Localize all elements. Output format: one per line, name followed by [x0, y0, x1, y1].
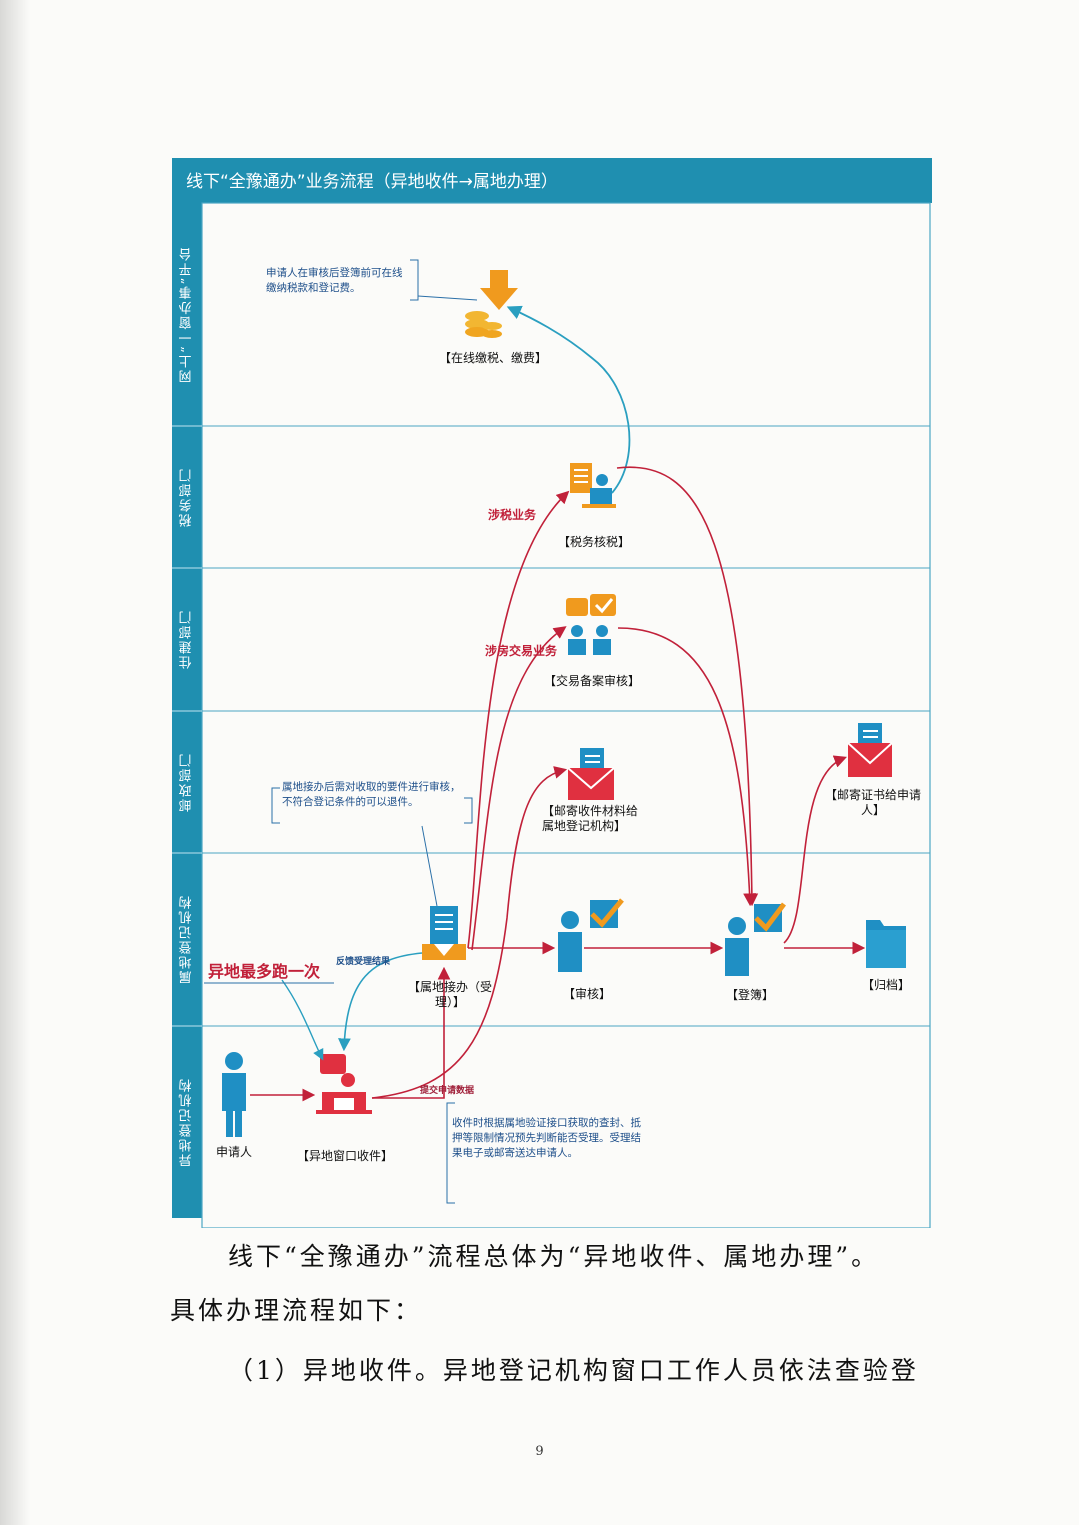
note-online-payment: 申请人在审核后登簿前可在线缴纳税款和登记费。	[266, 267, 403, 294]
edge-submit-data: 提交申请数据	[420, 1086, 475, 1096]
edge-housing-business: 涉房交易业务	[485, 644, 558, 658]
slogan: 异地最多跑一次	[208, 962, 321, 981]
mail-certificate-icon	[847, 723, 893, 777]
edge-feedback: 反馈受理结果	[336, 957, 391, 967]
node-mail-certificate: 【邮寄证书给申请人】	[824, 788, 921, 817]
body-line-1: 线下“全豫通办”流程总体为“异地收件、属地办理”。	[228, 1242, 880, 1271]
diagram-canvas	[172, 158, 932, 1228]
node-archive: 【归档】	[861, 978, 910, 992]
mail-envelope-icon	[567, 748, 615, 800]
node-review: 【审核】	[562, 987, 611, 1001]
coins-icon	[465, 270, 518, 338]
scan-shadow	[0, 0, 30, 1525]
body-line-2: 具体办理流程如下：	[170, 1296, 423, 1325]
register-person-icon	[725, 902, 786, 976]
body-line-3: （1）异地收件。异地登记机构窗口工作人员依法查验登	[228, 1356, 919, 1385]
node-remote-window: 【异地窗口收件】	[296, 1149, 393, 1163]
page-number: 9	[535, 1444, 544, 1459]
edge-tax-business: 涉税业务	[488, 508, 537, 522]
trade-record-icon	[566, 594, 616, 655]
node-online-pay: 【在线缴税、缴费】	[438, 351, 547, 365]
applicant-person-icon	[222, 1052, 246, 1137]
note-remote-check: 收件时根据属地验证接口获取的查封、抵押等限制情况预先判断能否受理。受理结果电子或…	[452, 1117, 641, 1159]
title-bar	[172, 158, 932, 203]
tax-officer-icon	[570, 463, 616, 508]
lane-online-platform: 网上“一窗办事”平台	[179, 245, 195, 384]
node-tax-check: 【税务核税】	[557, 535, 630, 549]
diagram-title: 线下“全豫通办”业务流程（异地收件→属地办理）	[186, 172, 558, 192]
node-register: 【登簿】	[725, 988, 774, 1002]
review-person-icon	[558, 898, 624, 972]
process-flow-diagram: 线下“全豫通办”业务流程（异地收件→属地办理） 网上“一窗办事”平台 税务部门 …	[172, 158, 932, 1228]
window-clerk-icon	[316, 1054, 372, 1114]
node-local-accept: 【属地接办（受理）】	[407, 980, 492, 1009]
note-local-review: 属地接办后需对收取的要件进行审核，不符合登记条件的可以退件。	[282, 781, 461, 808]
lane-remote-registry: 异地登记机构	[179, 1077, 195, 1167]
archive-folder-icon	[866, 920, 906, 968]
document-inbox-icon	[422, 906, 466, 960]
lane-tax: 税务部门	[179, 467, 195, 527]
node-applicant: 申请人	[215, 1145, 252, 1159]
lane-postal: 邮政部门	[179, 752, 195, 812]
lane-housing: 住建部门	[179, 609, 195, 670]
node-mail-materials: 【邮寄收件材料给属地登记机构】	[542, 804, 639, 833]
node-trade-record: 【交易备案审核】	[543, 674, 640, 688]
lane-local-registry: 属地登记机构	[179, 894, 195, 985]
